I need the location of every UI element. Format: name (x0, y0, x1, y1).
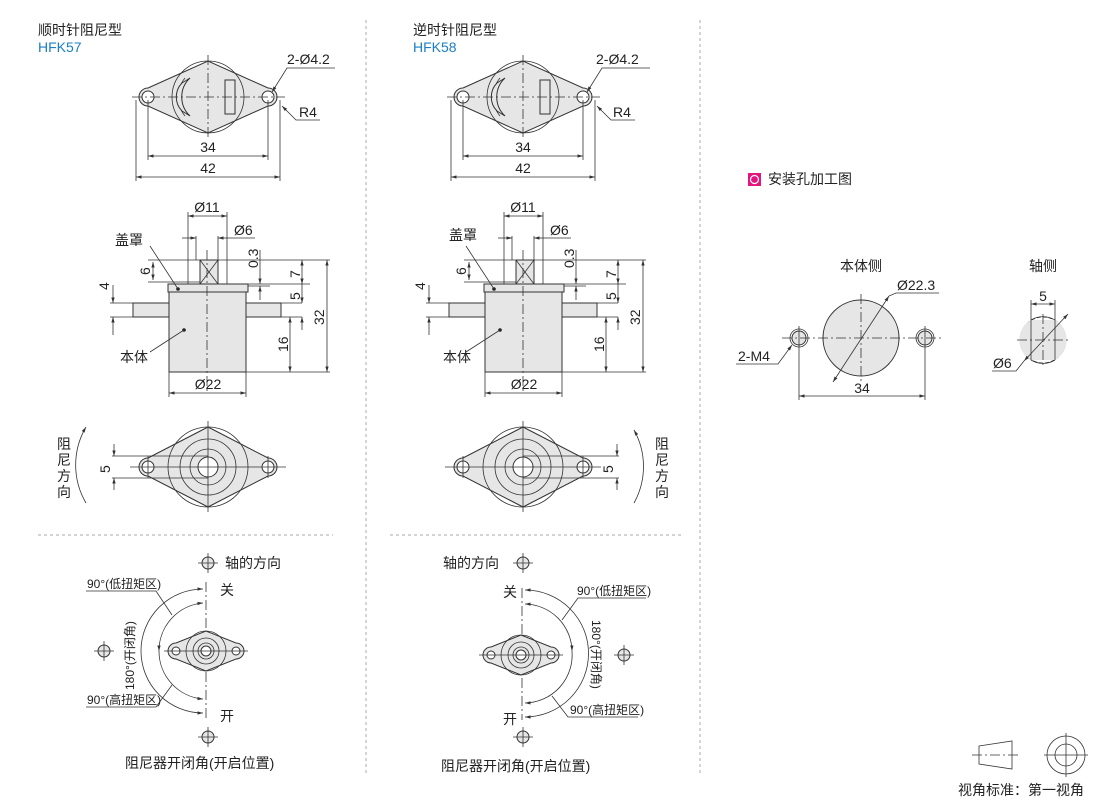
low-torque-label: 90°(低扭矩区) (87, 577, 161, 591)
angle-caption: 阻尼器开闭角(开启位置) (125, 755, 274, 771)
shaft-diameter-dim: Ø6 (993, 355, 1012, 371)
close-label: 关 (220, 582, 234, 598)
dim-5-bottom: 5 (97, 465, 113, 473)
direction-label: 向 (57, 484, 71, 500)
body-label: 本体 (120, 349, 148, 365)
dim-16: 16 (591, 336, 607, 352)
diameter-22-3-dim: Ø22.3 (897, 277, 935, 293)
direction-label: 向 (655, 484, 669, 500)
radius-dim: R4 (613, 104, 631, 120)
crosshair-icon (512, 552, 534, 574)
panel-hfk58: 逆时针阻尼型 HFK58 2-Ø4.2 R4 34 42 Ø11 Ø6 盖罩 本… (412, 22, 669, 774)
panel-hfk57: 顺时针阻尼型 HFK57 2-Ø4.2 R4 34 42 Ø11 Ø6 盖罩 本… (38, 22, 335, 771)
hole-dim: 2-Ø4.2 (287, 51, 330, 67)
dim-7: 7 (287, 270, 303, 278)
high-torque-label: 90°(高扭矩区) (570, 702, 644, 717)
dim-5: 5 (287, 292, 303, 300)
panel-title: 逆时针阻尼型 (413, 22, 497, 38)
crosshair-icon (512, 726, 534, 748)
open-close-angle-label: 180°(开闭角) (589, 620, 603, 689)
shaft-direction-label: 轴的方向 (225, 555, 281, 571)
direction-label: 方 (655, 468, 669, 484)
angle-flange (478, 634, 564, 676)
side-view (110, 212, 330, 397)
shaft-direction-label: 轴的方向 (443, 555, 499, 571)
body-label: 本体 (443, 349, 471, 365)
dim-5: 5 (603, 292, 619, 300)
low-torque-label: 90°(低扭矩区) (577, 584, 651, 598)
dim-32: 32 (627, 309, 643, 325)
dim-34: 34 (200, 139, 216, 155)
cover-label: 盖罩 (115, 232, 143, 248)
dim-0-3: 0.3 (245, 248, 261, 268)
damping-direction-arrow (633, 429, 644, 504)
dim-d6: Ø6 (550, 222, 569, 238)
dim-7: 7 (603, 270, 619, 278)
dim-42: 42 (515, 160, 531, 176)
dim-6: 6 (453, 267, 469, 275)
dim-34: 34 (515, 139, 531, 155)
mounting-hole-section: 安装孔加工图 本体侧 34 Ø22.3 2-M4 轴侧 5 Ø6 (736, 171, 1069, 400)
radius-dim: R4 (299, 104, 317, 120)
direction-label: 阻 (57, 436, 71, 452)
open-label: 开 (503, 711, 517, 727)
shaft-side-label: 轴侧 (1029, 258, 1057, 274)
angle-caption: 阻尼器开闭角(开启位置) (441, 758, 590, 774)
crosshair-icon (613, 644, 635, 666)
projection-label: 视角标准：第一视角 (958, 782, 1084, 798)
open-label: 开 (220, 708, 234, 724)
crosshair-icon (93, 640, 115, 662)
bottom-view (444, 420, 602, 513)
hole-dim: 2-Ø4.2 (596, 51, 639, 67)
dim-32: 32 (311, 309, 327, 325)
dim-4: 4 (412, 282, 428, 290)
thread-dim: 2-M4 (738, 348, 770, 364)
direction-label: 尼 (655, 452, 669, 468)
dim-d11: Ø11 (194, 199, 220, 215)
dim-d22: Ø22 (511, 376, 538, 392)
close-label: 关 (503, 584, 517, 600)
direction-label: 阻 (655, 436, 669, 452)
dim-d22: Ø22 (195, 376, 222, 392)
open-close-angle-label: 180°(开闭角) (123, 621, 137, 690)
angle-flange (163, 630, 249, 672)
dim-42: 42 (200, 160, 216, 176)
projection-symbol: 视角标准：第一视角 (958, 733, 1088, 798)
dim-5-bottom: 5 (600, 465, 616, 473)
model-code: HFK57 (38, 39, 82, 55)
first-angle-trapezoid-icon (978, 740, 1013, 770)
crosshair-icon (197, 552, 219, 574)
high-torque-label: 90°(高扭矩区) (87, 692, 161, 707)
dim-d6: Ø6 (234, 222, 253, 238)
panel-title: 顺时针阻尼型 (38, 22, 122, 38)
mounting-title: 安装孔加工图 (768, 171, 852, 187)
dim-d11: Ø11 (510, 199, 536, 215)
dim-16: 16 (275, 336, 291, 352)
direction-label: 方 (57, 468, 71, 484)
damping-direction-arrow (75, 426, 87, 504)
dim-0-3: 0.3 (561, 248, 577, 268)
pitch-dim: 34 (854, 380, 870, 396)
direction-label: 尼 (57, 452, 71, 468)
crosshair-icon (197, 726, 219, 748)
cover-label: 盖罩 (449, 227, 477, 243)
model-code: HFK58 (413, 39, 457, 55)
body-side-label: 本体侧 (840, 258, 882, 274)
dim-6: 6 (137, 267, 153, 275)
bottom-view (129, 420, 287, 513)
flat-dim: 5 (1039, 288, 1047, 304)
dim-4: 4 (96, 282, 112, 290)
